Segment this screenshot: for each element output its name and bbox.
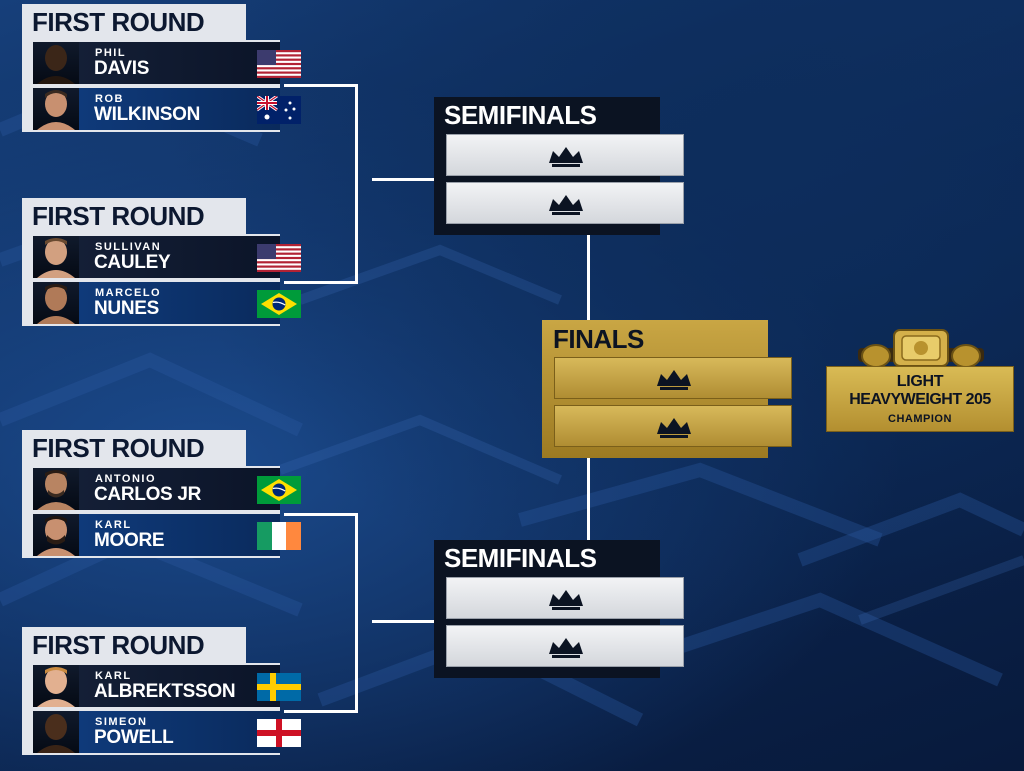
fighter-first-name: ROB bbox=[95, 93, 124, 105]
first-round-group-2: FIRST ROUND SULLIVAN CAULEY MARCELO NUNE… bbox=[22, 198, 301, 336]
fighter-first-name: KARL bbox=[95, 670, 132, 682]
fighter-name-bar: ANTONIO CARLOS JR bbox=[79, 468, 301, 510]
crown-icon bbox=[549, 147, 583, 167]
round-header: FIRST ROUND bbox=[22, 198, 246, 234]
fighter-photo bbox=[33, 711, 79, 753]
first-round-group-3: FIRST ROUND ANTONIO CARLOS JR KARL MOORE bbox=[22, 430, 301, 568]
fighter-last-name: CARLOS JR bbox=[94, 484, 202, 505]
championship-belt-icon bbox=[858, 329, 984, 368]
australia-flag-icon bbox=[257, 96, 301, 124]
fighter-card[interactable]: SIMEON POWELL bbox=[22, 709, 301, 755]
first-round-group-1: FIRST ROUND PHIL DAVIS ROB WILKINSON bbox=[22, 4, 301, 142]
england-flag-icon bbox=[257, 719, 301, 747]
fighter-first-name: SULLIVAN bbox=[95, 241, 162, 253]
first-round-group-4: FIRST ROUND KARL ALBREKTSSON SIMEON POWE… bbox=[22, 627, 301, 765]
fighter-last-name: POWELL bbox=[94, 727, 174, 748]
semifinal-slot[interactable] bbox=[446, 577, 684, 619]
fighter-name-bar: SIMEON POWELL bbox=[79, 711, 301, 753]
semifinal-slot[interactable] bbox=[446, 625, 684, 667]
semifinal-header: SEMIFINALS bbox=[444, 100, 597, 130]
fighter-name-bar: PHIL DAVIS bbox=[79, 42, 301, 84]
fighter-last-name: DAVIS bbox=[94, 58, 150, 79]
round-header: FIRST ROUND bbox=[22, 627, 246, 663]
fighter-first-name: MARCELO bbox=[95, 287, 162, 299]
fighter-photo bbox=[33, 514, 79, 556]
fighter-last-name: ALBREKTSSON bbox=[94, 681, 236, 702]
connector-line bbox=[284, 84, 358, 87]
fighter-photo bbox=[33, 282, 79, 324]
connector-line bbox=[284, 710, 358, 713]
crown-icon bbox=[657, 418, 691, 438]
crown-icon bbox=[549, 195, 583, 215]
champion-title-line3: CHAMPION bbox=[888, 413, 952, 425]
fighter-photo bbox=[33, 88, 79, 130]
semifinal-slot[interactable] bbox=[446, 182, 684, 224]
usa-flag-icon bbox=[257, 244, 301, 272]
fighter-card[interactable]: KARL MOORE bbox=[22, 512, 301, 558]
fighter-photo bbox=[33, 42, 79, 84]
connector-line bbox=[587, 235, 590, 320]
fighter-photo bbox=[33, 236, 79, 278]
fighter-name-bar: ROB WILKINSON bbox=[79, 88, 301, 130]
fighter-name-bar: KARL ALBREKTSSON bbox=[79, 665, 301, 707]
fighter-card[interactable]: ROB WILKINSON bbox=[22, 86, 301, 132]
usa-flag-icon bbox=[257, 50, 301, 78]
connector-line bbox=[284, 281, 358, 284]
sweden-flag-icon bbox=[257, 673, 301, 701]
round-header: FIRST ROUND bbox=[22, 4, 246, 40]
fighter-first-name: ANTONIO bbox=[95, 473, 157, 485]
brazil-flag-icon bbox=[257, 290, 301, 318]
fighter-name-bar: KARL MOORE bbox=[79, 514, 301, 556]
connector-line bbox=[355, 84, 358, 284]
finals-slot[interactable] bbox=[554, 405, 792, 447]
finals-slot[interactable] bbox=[554, 357, 792, 399]
brazil-flag-icon bbox=[257, 476, 301, 504]
fighter-last-name: CAULEY bbox=[94, 252, 171, 273]
champion-title-plate: LIGHT HEAVYWEIGHT 205 CHAMPION bbox=[826, 366, 1014, 432]
crown-icon bbox=[549, 590, 583, 610]
fighter-first-name: PHIL bbox=[95, 47, 127, 59]
semifinal-bracket-bottom: SEMIFINALS bbox=[434, 540, 684, 678]
fighter-last-name: NUNES bbox=[94, 298, 160, 319]
connector-line bbox=[284, 513, 358, 516]
fighter-card[interactable]: PHIL DAVIS bbox=[22, 40, 301, 86]
fighter-last-name: MOORE bbox=[94, 530, 165, 551]
semifinal-bracket-top: SEMIFINALS bbox=[434, 97, 684, 235]
fighter-first-name: SIMEON bbox=[95, 716, 148, 728]
fighter-first-name: KARL bbox=[95, 519, 132, 531]
connector-line bbox=[355, 513, 358, 713]
fighter-name-bar: SULLIVAN CAULEY bbox=[79, 236, 301, 278]
connector-line bbox=[587, 458, 590, 540]
finals-header: FINALS bbox=[553, 324, 644, 354]
fighter-photo bbox=[33, 665, 79, 707]
champion-title-line1: LIGHT bbox=[896, 373, 944, 390]
finals-bracket: FINALS bbox=[542, 320, 794, 458]
semifinal-slot[interactable] bbox=[446, 134, 684, 176]
fighter-photo bbox=[33, 468, 79, 510]
crown-icon bbox=[549, 638, 583, 658]
fighter-card[interactable]: MARCELO NUNES bbox=[22, 280, 301, 326]
champion-title-line2: HEAVYWEIGHT 205 bbox=[849, 391, 991, 408]
fighter-name-bar: MARCELO NUNES bbox=[79, 282, 301, 324]
fighter-last-name: WILKINSON bbox=[94, 104, 201, 125]
connector-line bbox=[372, 620, 434, 623]
round-header: FIRST ROUND bbox=[22, 430, 246, 466]
crown-icon bbox=[657, 370, 691, 390]
fighter-card[interactable]: KARL ALBREKTSSON bbox=[22, 663, 301, 709]
connector-line bbox=[372, 178, 434, 181]
semifinal-header: SEMIFINALS bbox=[444, 543, 597, 573]
fighter-card[interactable]: ANTONIO CARLOS JR bbox=[22, 466, 301, 512]
ireland-flag-icon bbox=[257, 522, 301, 550]
fighter-card[interactable]: SULLIVAN CAULEY bbox=[22, 234, 301, 280]
